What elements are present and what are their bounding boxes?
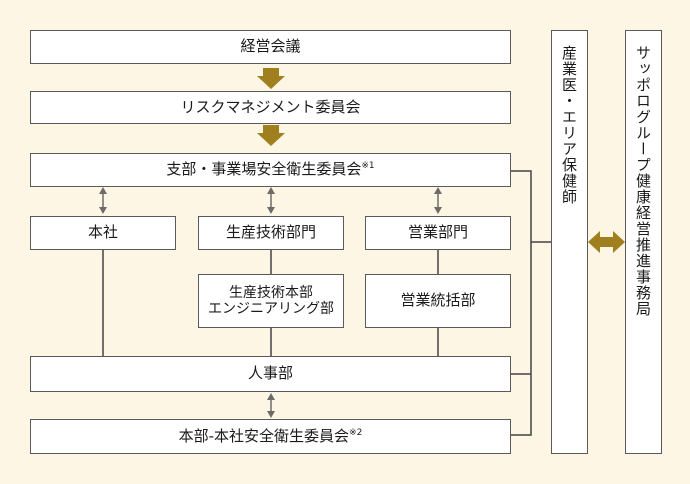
risk-committee-label: リスクマネジメント委員会 xyxy=(180,97,361,116)
risk-committee-box: リスクマネジメント委員会 xyxy=(30,91,511,124)
double-arrow-icon xyxy=(434,187,442,214)
hq-committee-label: 本部-本社安全衛生委員会※2 xyxy=(178,426,363,445)
health-office-label: サッポログループ健康経営推進事務局 xyxy=(634,45,652,317)
hr-dept-label: 人事部 xyxy=(247,364,293,383)
double-arrow-icon xyxy=(267,187,275,214)
sales-general-box: 営業統括部 xyxy=(365,274,511,328)
production-dept-label: 生産技術部門 xyxy=(225,223,316,242)
occupational-staff-label: 産業医・エリア保健師 xyxy=(560,45,578,205)
production-dept-box: 生産技術部門 xyxy=(198,216,344,250)
branch-committee-label: 支部・事業場安全衛生委員会※1 xyxy=(166,160,375,179)
bidirectional-arrow-icon xyxy=(588,231,625,253)
sales-general-label: 営業統括部 xyxy=(400,291,476,310)
keiei-kaigi-box: 経営会議 xyxy=(30,30,511,64)
hr-dept-box: 人事部 xyxy=(30,356,511,392)
double-arrow-icon xyxy=(267,393,275,418)
keiei-kaigi-label: 経営会議 xyxy=(240,37,301,56)
note-2: ※2 xyxy=(349,427,363,438)
health-office-box: サッポログループ健康経営推進事務局 xyxy=(625,30,662,454)
down-arrow-icon xyxy=(257,125,285,146)
honsha-label: 本社 xyxy=(87,223,118,242)
production-hq-label-2: エンジニアリング部 xyxy=(208,301,334,317)
production-hq-box: 生産技術本部 エンジニアリング部 xyxy=(198,274,344,328)
production-hq-label-1: 生産技術本部 xyxy=(229,284,313,301)
note-1: ※1 xyxy=(361,161,375,172)
sales-dept-box: 営業部門 xyxy=(365,216,511,250)
occupational-staff-box: 産業医・エリア保健師 xyxy=(551,30,588,454)
hq-committee-box: 本部-本社安全衛生委員会※2 xyxy=(30,419,511,454)
honsha-box: 本社 xyxy=(30,216,176,250)
branch-committee-box: 支部・事業場安全衛生委員会※1 xyxy=(30,153,511,187)
sales-dept-label: 営業部門 xyxy=(407,223,468,242)
down-arrow-icon xyxy=(257,68,285,89)
double-arrow-icon xyxy=(99,187,107,214)
